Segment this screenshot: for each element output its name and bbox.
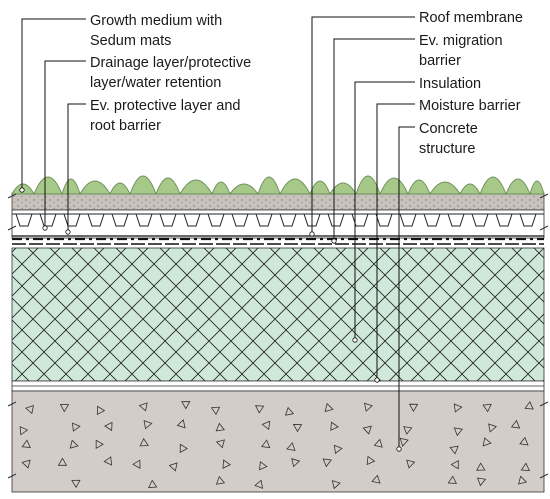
drainage-layer <box>11 209 545 239</box>
svg-text:Sedum mats: Sedum mats <box>90 33 171 49</box>
label-moisture-barrier: Moisture barrier <box>374 98 521 383</box>
svg-text:Roof membrane: Roof membrane <box>419 10 523 26</box>
label-growth-medium: Growth medium with Sedum mats <box>19 13 222 193</box>
svg-text:Concrete: Concrete <box>419 121 478 137</box>
svg-text:Ev. protective layer and: Ev. protective layer and <box>90 98 240 114</box>
svg-text:layer/water retention: layer/water retention <box>90 75 221 91</box>
label-drainage-layer: Drainage layer/protective layer/water re… <box>42 55 251 231</box>
break-marks <box>7 193 549 479</box>
label-roof-membrane: Roof membrane <box>309 10 523 237</box>
svg-text:structure: structure <box>419 141 475 157</box>
moisture-barrier-layer <box>11 380 545 392</box>
label-insulation: Insulation <box>352 76 481 343</box>
label-concrete-structure: Concrete structure <box>396 121 478 452</box>
sedum-vegetation <box>11 175 545 196</box>
membrane-layers <box>12 235 544 245</box>
svg-text:root barrier: root barrier <box>90 118 161 134</box>
svg-text:Insulation: Insulation <box>419 76 481 92</box>
svg-text:Moisture barrier: Moisture barrier <box>419 98 521 114</box>
concrete-structure-layer <box>11 390 545 493</box>
label-protective-layer: Ev. protective layer and root barrier <box>65 98 240 235</box>
svg-text:Growth medium with: Growth medium with <box>90 13 222 29</box>
svg-text:Ev. migration: Ev. migration <box>419 33 503 49</box>
label-migration-barrier: Ev. migration barrier <box>331 33 503 244</box>
svg-text:barrier: barrier <box>419 53 461 69</box>
svg-text:Drainage layer/protective: Drainage layer/protective <box>90 55 251 71</box>
